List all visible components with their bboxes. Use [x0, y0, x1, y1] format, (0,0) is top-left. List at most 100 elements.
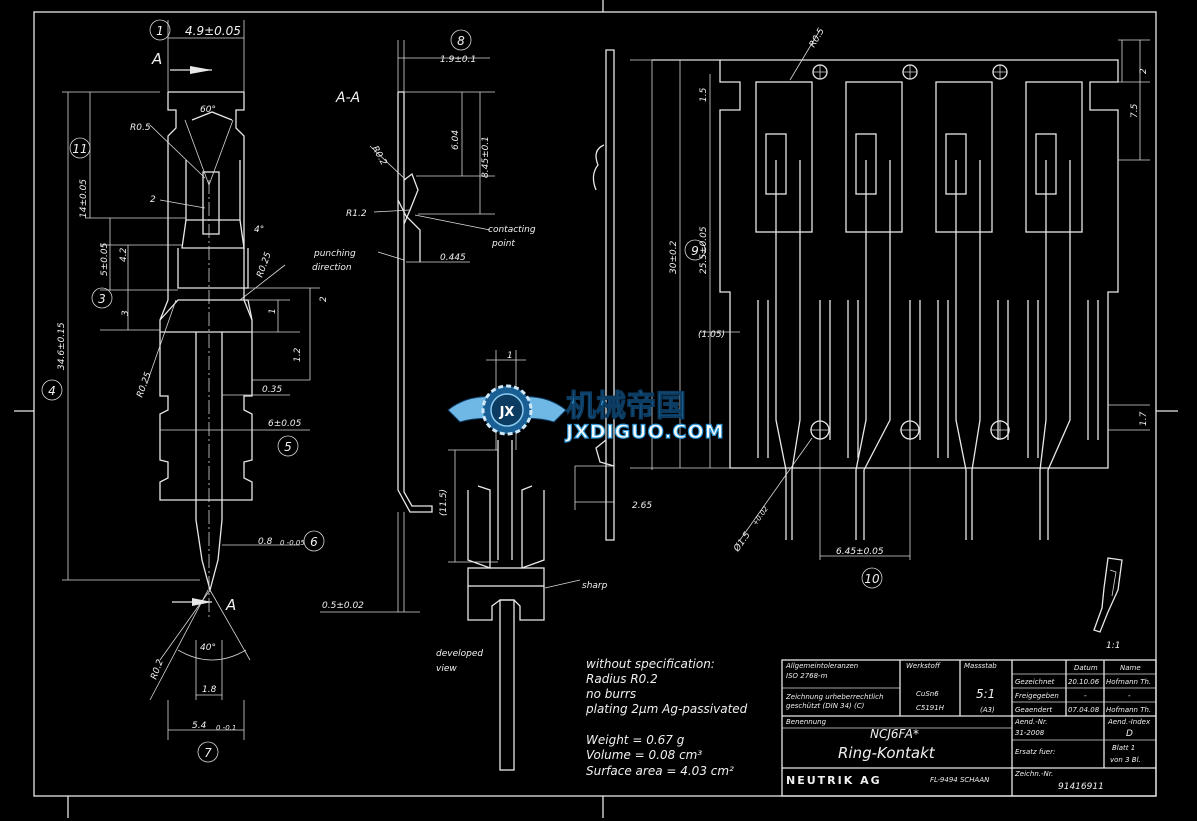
tb-row2-name: -	[1128, 692, 1131, 700]
balloon-11: 11	[72, 142, 87, 156]
dim-7-5: 7.5	[1130, 103, 1140, 118]
dim-2-65: 2.65	[632, 501, 652, 511]
pilot-holes	[810, 64, 1010, 440]
tb-format: (A3)	[980, 706, 995, 714]
general-notes: without specification: Radius R0.2 no bu…	[585, 657, 748, 778]
dim-25-5: 25.5±0.05	[699, 226, 709, 274]
dim-6-45: 6.45±0.05	[836, 547, 884, 557]
strip-contact-3	[935, 81, 993, 540]
balloon-3: 3	[98, 292, 106, 306]
balloon-6: 6	[310, 535, 318, 549]
tb-datum-label: Datum	[1074, 664, 1098, 672]
tb-drawing-number: 91416911	[1058, 782, 1104, 792]
watermark-logo: JX 机械帝国 JXDIGUO.COM	[447, 384, 725, 444]
strip-contact-2	[845, 81, 903, 540]
dim-4-9: 4.9±0.05	[185, 24, 241, 38]
tb-row2-date: -	[1084, 692, 1087, 700]
balloon-5: 5	[284, 440, 292, 454]
winged-gear-icon: JX	[447, 384, 567, 436]
watermark-site: JXDIGUO.COM	[564, 421, 725, 443]
strip-contact-4	[1025, 81, 1083, 540]
balloon-8: 8	[457, 34, 465, 48]
note-line-1: without specification:	[586, 657, 715, 671]
label-sharp: sharp	[582, 581, 608, 591]
dim-4deg: 4°	[254, 225, 264, 235]
dim-3: 3	[121, 310, 131, 316]
tb-company: NEUTRIK AG	[786, 774, 882, 787]
tb-benennung-label: Benennung	[786, 718, 827, 726]
dim-0-8: 0.8	[258, 537, 273, 547]
strip-side-view	[574, 49, 615, 541]
dim-1-2: 1.2	[293, 347, 303, 362]
dim-dia-1-5-tol: +0.02	[751, 505, 770, 528]
dim-dia-1-5: Ø1.5	[731, 530, 753, 555]
dim-5-4-tol: 0 -0.1	[216, 724, 236, 732]
tb-row2-label: Freigegeben	[1015, 692, 1059, 700]
prop-surface: Surface area = 4.03 cm²	[586, 764, 734, 778]
tb-company-location: FL-9494 SCHAAN	[930, 776, 990, 784]
dim-5: 5±0.05	[100, 242, 110, 276]
tb-tolerances: Allgemeintoleranzen	[785, 662, 858, 670]
tb-von: von 3 Bl.	[1110, 756, 1141, 764]
balloon-9: 9	[691, 244, 699, 258]
dim-4-2: 4.2	[119, 247, 129, 262]
dim-34-6: 34.6±0.15	[57, 322, 67, 370]
dim-1-right: 1	[268, 308, 278, 314]
tb-note2: geschützt (DIN 34) (C)	[786, 702, 865, 710]
tb-row1-label: Gezeichnet	[1015, 678, 1055, 686]
note-line-4: plating 2μm Ag-passivated	[585, 702, 748, 716]
dim-r05-left: R0.5	[130, 123, 151, 133]
dim-6: 6±0.05	[268, 419, 302, 429]
prop-volume: Volume = 0.08 cm³	[586, 748, 702, 762]
dim-r02-section: R0.2	[369, 145, 388, 168]
tb-row1-name: Hofmann Th.	[1106, 678, 1151, 686]
tb-blatt: Blatt 1	[1112, 744, 1135, 752]
dim-60deg: 60°	[200, 105, 216, 115]
dim-0-445: 0.445	[440, 253, 466, 263]
dim-r05-strip: R0.5	[808, 26, 827, 49]
strip-contact-1	[755, 81, 813, 540]
view-marker-a-top: A	[151, 50, 162, 68]
dim-0-5: 0.5±0.02	[322, 601, 364, 611]
tb-note1: Zeichnung urheberrechtlich	[785, 693, 883, 701]
dim-r1-2: R1.2	[346, 209, 367, 219]
logo-emblem-text: JX	[499, 405, 515, 420]
tb-part-name: Ring-Kontakt	[838, 744, 936, 762]
balloon-4: 4	[48, 384, 56, 398]
tb-aend-nr-label: Aend.-Nr.	[1014, 718, 1047, 726]
dim-40deg: 40°	[200, 643, 216, 653]
label-contacting: contacting	[488, 225, 536, 235]
section-label: A-A	[335, 90, 360, 106]
dim-2-strip: 2	[1139, 68, 1149, 74]
dim-0-8-tol: 0 -0.05	[280, 539, 305, 547]
prop-weight: Weight = 0.67 g	[586, 733, 685, 747]
tb-row3-date: 07.04.08	[1068, 706, 1100, 714]
tb-name-label: Name	[1120, 664, 1141, 672]
balloon-1: 1	[156, 24, 164, 38]
tb-material-1: CuSn6	[916, 690, 939, 698]
tb-aend-nr: 31-2008	[1015, 729, 1045, 737]
isometric-1to1-view	[1093, 557, 1123, 633]
title-block: Allgemeintoleranzen ISO 2768-m Zeichnung…	[781, 659, 1157, 797]
dim-r025-left: R0.25	[135, 371, 153, 399]
tb-iso: ISO 2768-m	[786, 672, 828, 680]
dim-1-05: (1.05)	[698, 330, 725, 340]
dim-11-5: (11.5)	[439, 489, 449, 516]
tb-aend-index: D	[1126, 729, 1133, 739]
tb-row1-date: 20.10.06	[1068, 678, 1100, 686]
dim-1-5: 1.5	[699, 87, 709, 102]
dim-0-35: 0.35	[262, 385, 282, 395]
carrier-strip-view	[630, 29, 1150, 560]
scale-detail: 1:1	[1106, 641, 1120, 651]
dim-2-left: 2	[150, 195, 156, 205]
dim-r025-right: R0.25	[255, 251, 273, 279]
dim-8-45: 8.45±0.1	[481, 136, 491, 178]
dim-14: 14±0.05	[79, 179, 89, 218]
label-developed: developed	[436, 649, 483, 659]
label-point: point	[491, 239, 515, 249]
label-view: view	[436, 664, 457, 674]
dimension-texts: 4.9±0.05 A A 60° R0.5 2 4° R0.25 R0.25 1…	[57, 24, 1149, 732]
sheet-frame	[14, 0, 1178, 818]
view-marker-a-bottom: A	[225, 596, 236, 614]
